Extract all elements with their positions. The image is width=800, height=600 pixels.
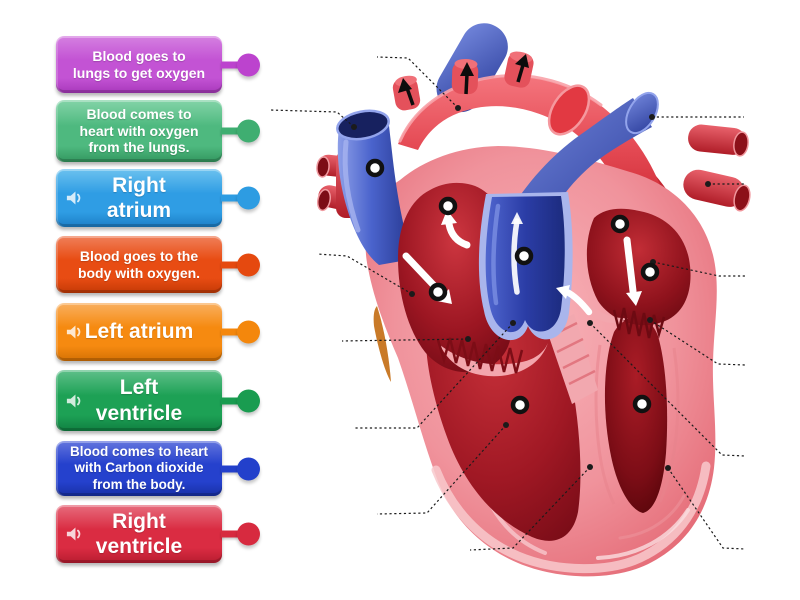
card-label: Right atrium xyxy=(106,173,172,222)
answer-target-3[interactable] xyxy=(514,246,534,266)
card-label: Blood goes to the body with oxygen. xyxy=(77,247,201,281)
card-label: Left atrium xyxy=(84,320,194,344)
coronary-vessel xyxy=(373,306,391,382)
connector-bar xyxy=(221,397,238,404)
answer-target-6[interactable] xyxy=(428,282,448,302)
card-label: Blood comes to heart with oxygen from th… xyxy=(79,105,199,156)
labels-overlay xyxy=(269,56,746,551)
leader-line xyxy=(376,424,507,515)
connector-dot[interactable] xyxy=(237,53,260,76)
connector-dot[interactable] xyxy=(237,119,260,143)
label-card-left-ventricle[interactable]: Left ventricle xyxy=(56,370,260,431)
leader-line xyxy=(269,109,355,128)
leader-anchor-dot xyxy=(510,320,516,326)
speaker-icon[interactable] xyxy=(65,323,84,342)
connector-dot[interactable] xyxy=(237,389,260,412)
leader-anchor-dot xyxy=(587,464,593,470)
leader-line xyxy=(355,322,514,429)
label-card-blood-from-lungs[interactable]: Blood comes to heart with oxygen from th… xyxy=(56,100,260,162)
connector-dot[interactable] xyxy=(237,186,260,210)
leader-line xyxy=(589,322,746,457)
connector-bar xyxy=(221,465,238,472)
leader-anchor-dot xyxy=(665,465,671,471)
connector-bar xyxy=(221,261,238,268)
leader-anchor-dot xyxy=(649,114,655,120)
speaker-icon[interactable] xyxy=(65,391,84,410)
left-atrium-chamber xyxy=(586,208,691,326)
connector-bar xyxy=(221,194,238,202)
connector-dot[interactable] xyxy=(237,253,260,276)
connector-dot[interactable] xyxy=(237,522,260,546)
leader-anchor-dot xyxy=(587,320,593,326)
leader-anchor-dot xyxy=(409,291,415,297)
leader-anchor-dot xyxy=(503,422,509,428)
aortic-outflow-band xyxy=(546,314,598,404)
connector-bar xyxy=(221,61,238,68)
leader-anchor-dot xyxy=(351,124,357,130)
label-card-blood-to-lungs[interactable]: Blood goes to lungs to get oxygen xyxy=(56,36,260,93)
mitral-valve-and-chordae xyxy=(585,298,666,339)
connector-bar xyxy=(221,127,238,135)
leader-anchor-dot xyxy=(647,317,653,323)
card-label: Blood comes to heart with Carbon dioxide… xyxy=(69,444,209,492)
label-card-left-atrium[interactable]: Left atrium xyxy=(56,303,260,361)
leader-line xyxy=(376,56,459,109)
card-label: Right ventricle xyxy=(95,509,183,558)
answer-target-1[interactable] xyxy=(365,158,385,178)
card-label: Left ventricle xyxy=(95,376,183,425)
leader-line xyxy=(341,338,469,342)
leader-line xyxy=(667,467,746,550)
answer-target-2[interactable] xyxy=(438,196,458,216)
answer-target-7[interactable] xyxy=(510,395,530,415)
answer-target-4[interactable] xyxy=(610,214,630,234)
connector-bar xyxy=(221,530,238,538)
speaker-icon[interactable] xyxy=(65,189,84,208)
tricuspid-valve-and-chordae xyxy=(436,337,548,377)
leader-anchor-dot xyxy=(705,181,711,187)
label-card-blood-to-body[interactable]: Blood goes to the body with oxygen. xyxy=(56,236,260,293)
connector-bar xyxy=(221,328,238,336)
leader-line xyxy=(652,261,745,277)
left-ventricle-chamber xyxy=(604,317,668,513)
aorta xyxy=(392,51,662,214)
leader-anchor-dot xyxy=(455,105,461,111)
left-ventricle-wall-lines xyxy=(594,344,680,505)
speaker-icon[interactable] xyxy=(65,525,84,544)
leader-anchor-dot xyxy=(465,336,471,342)
pulmonary-artery-trunk xyxy=(478,192,573,341)
answer-target-5[interactable] xyxy=(640,262,660,282)
label-card-right-ventricle[interactable]: Right ventricle xyxy=(56,505,260,563)
card-label: Blood goes to lungs to get oxygen xyxy=(72,47,206,81)
label-card-blood-from-body[interactable]: Blood comes to heart with Carbon dioxide… xyxy=(56,441,260,496)
connector-dot[interactable] xyxy=(237,320,260,344)
leader-line xyxy=(316,253,413,295)
blood-flow-up-arrows xyxy=(398,54,529,106)
leader-line xyxy=(469,466,591,551)
label-card-right-atrium[interactable]: Right atrium xyxy=(56,169,260,227)
connector-dot[interactable] xyxy=(237,457,260,480)
answer-target-8[interactable] xyxy=(632,394,652,414)
superior-vena-cava xyxy=(336,109,413,265)
